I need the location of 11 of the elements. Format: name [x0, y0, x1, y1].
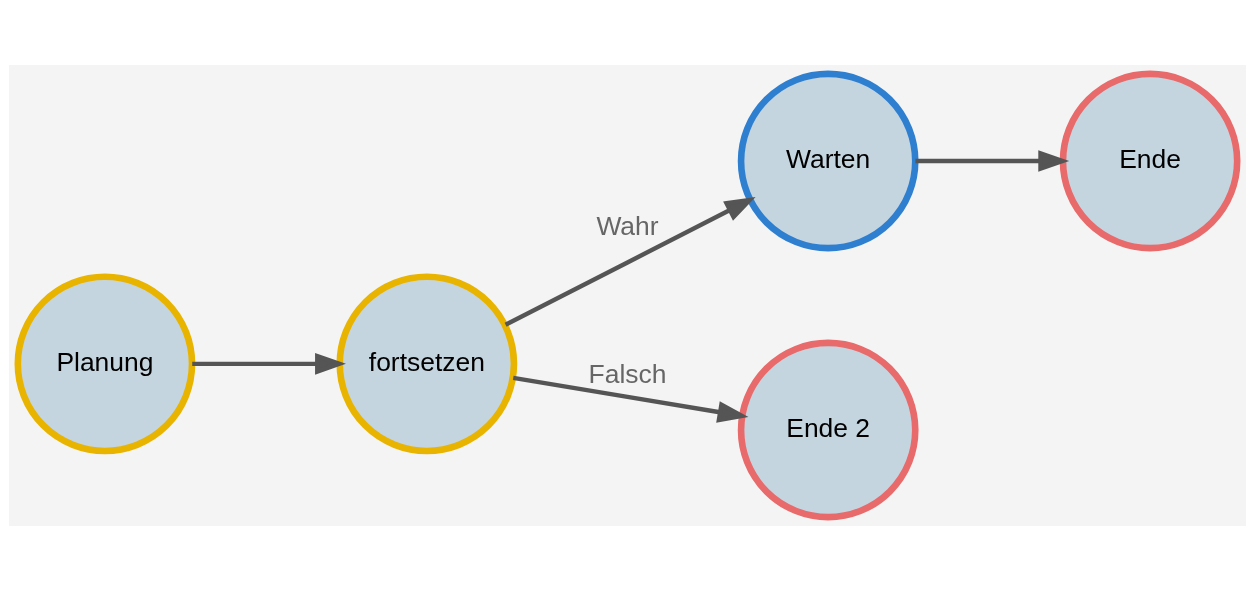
node-circle: Planung: [14, 272, 195, 454]
node-circle: Warten: [737, 70, 919, 251]
node-circle: Ende 2: [737, 339, 919, 520]
arrow: [191, 352, 346, 375]
node-circle: Ende: [1059, 70, 1240, 251]
node-circle: fortsetzen: [335, 272, 517, 454]
arrow: [512, 375, 748, 423]
edge-label: Falsch: [588, 358, 666, 389]
arrow: [914, 149, 1069, 172]
edge-label: Wahr: [595, 210, 659, 241]
arrow: [504, 196, 756, 327]
